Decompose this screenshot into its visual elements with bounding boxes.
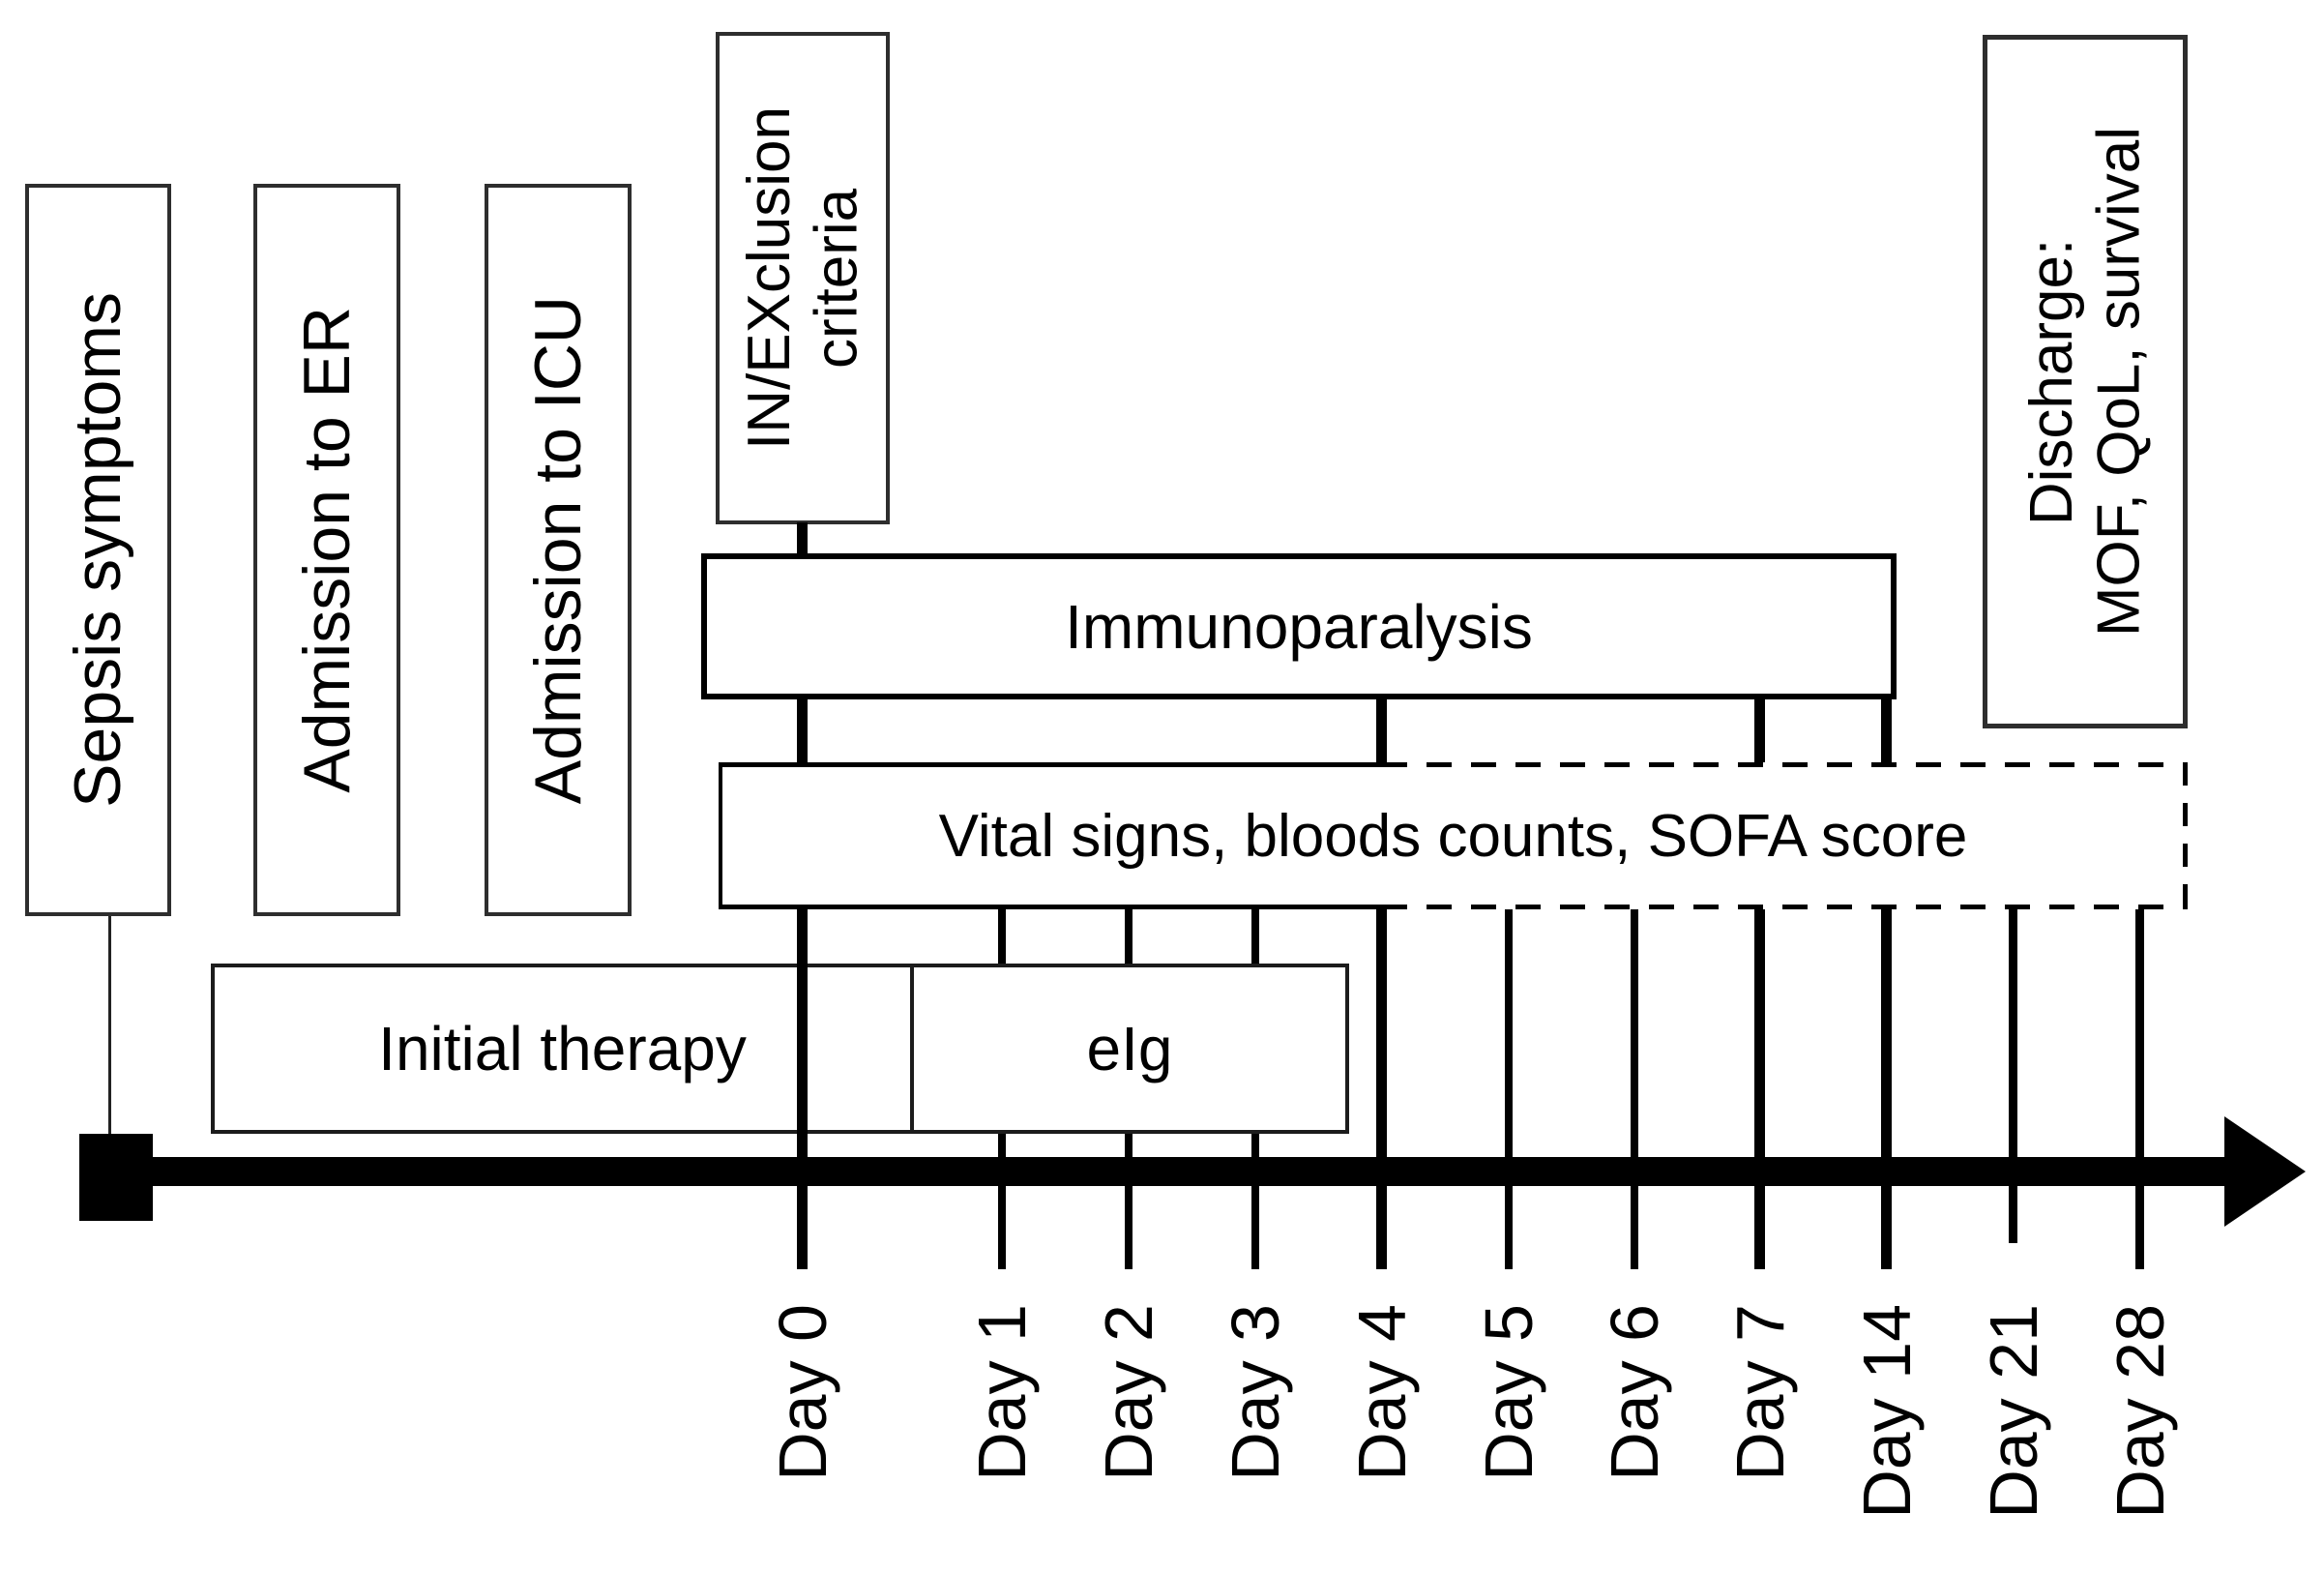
vital-signs-box: Vital signs, bloods counts, SOFA score [719,762,2188,909]
day-5-tick [1505,909,1513,1269]
sepsis-connector-line [108,916,111,1134]
day-14-label: Day 14 [1849,1304,1925,1519]
day-7-tick [1754,699,1765,762]
admission-er-label: Admission to ER [289,307,364,793]
day-0-tick [797,909,808,1269]
vital-signs-border-bottom-solid [719,905,1382,909]
day-1-label: Day 1 [964,1304,1040,1481]
day-6-tick [1631,909,1638,1269]
discharge-box: Discharge: MOF, QoL, survival [1983,35,2188,728]
day-21-tick [2009,909,2017,1243]
day-14-tick [1881,699,1892,762]
timeline-arrowhead-icon [2224,1116,2306,1227]
immunoparalysis-label: Immunoparalysis [1065,591,1533,662]
eig-box: eIg [910,964,1349,1134]
admission-icu-label: Admission to ICU [520,295,595,805]
sepsis-symptoms-box: Sepsis symptoms [25,184,171,916]
day-7-label: Day 7 [1722,1304,1798,1481]
vital-signs-border-top-dashed [1382,762,2188,767]
immunoparalysis-box: Immunoparalysis [701,553,1897,699]
day-28-tick [2135,909,2144,1269]
day-3-label: Day 3 [1218,1304,1293,1481]
day-3-tick [1251,909,1259,964]
day-2-label: Day 2 [1091,1304,1166,1481]
initial-therapy-label: Initial therapy [378,1014,747,1083]
timeline-axis [150,1157,2227,1186]
timeline-start-marker [79,1134,153,1221]
day-0-tick [797,699,808,762]
day-1-tick [998,909,1006,964]
day-2-tick [1125,909,1133,964]
day-21-label: Day 21 [1976,1304,2051,1519]
initial-therapy-box: Initial therapy [211,964,914,1134]
day-4-tick [1376,909,1387,1269]
day-4-label: Day 4 [1344,1304,1420,1481]
day-7-tick [1754,909,1765,1269]
day-1-tick [998,1134,1006,1269]
discharge-label: Discharge: MOF, QoL, survival [2017,126,2152,638]
vital-signs-label: Vital signs, bloods counts, SOFA score [938,802,1968,870]
vital-signs-border-right-dashed [2183,762,2188,909]
vital-signs-border-left [719,762,722,909]
sepsis-symptoms-label: Sepsis symptoms [61,292,135,808]
day-0-tick [797,522,808,559]
vital-signs-border-top-solid [719,762,1382,767]
day-6-label: Day 6 [1597,1304,1672,1481]
vital-signs-border-bottom-dashed [1382,905,2188,909]
day-5-label: Day 5 [1471,1304,1546,1481]
inexclusion-criteria-label: IN/EXclusion criteria [735,106,869,450]
day-2-tick [1125,1134,1133,1269]
day-28-label: Day 28 [2103,1304,2178,1519]
day-14-tick [1881,909,1892,1269]
day-3-tick [1251,1134,1259,1269]
admission-icu-box: Admission to ICU [485,184,632,916]
day-4-tick [1376,699,1387,762]
admission-er-box: Admission to ER [253,184,400,916]
eig-label: eIg [1086,1014,1173,1083]
day-0-label: Day 0 [765,1304,840,1481]
inexclusion-criteria-box: IN/EXclusion criteria [716,32,890,524]
